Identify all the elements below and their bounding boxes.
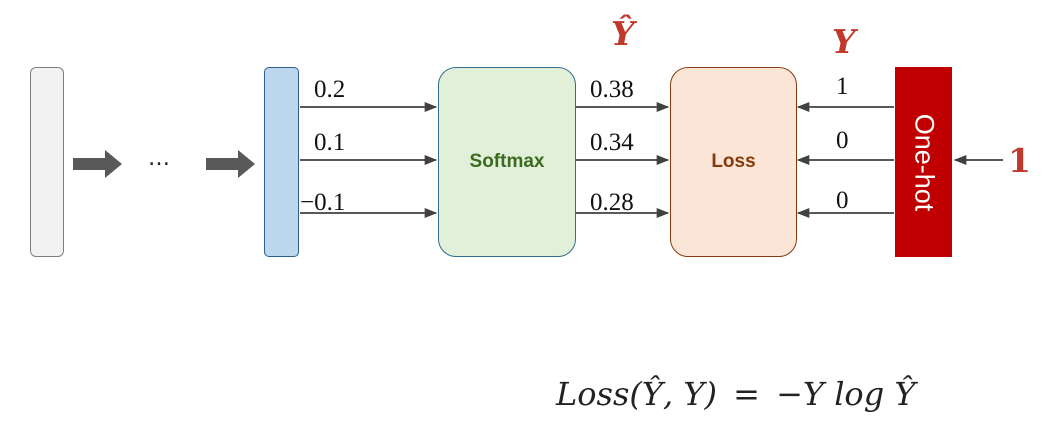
class-index-value: 1 [1008, 141, 1031, 180]
onehot-label: One-hot [909, 113, 939, 211]
logit-layer-box [264, 67, 299, 257]
prob-value-1: 0.38 [590, 76, 634, 103]
ellipsis: … [148, 146, 170, 171]
logit-value-2: 0.1 [314, 129, 346, 156]
onehot-box: One-hot [895, 67, 952, 257]
target-value-1: 1 [836, 73, 849, 100]
logit-value-1: 0.2 [314, 76, 346, 103]
formula-equals: = [733, 375, 760, 413]
block-arrow-1 [73, 150, 122, 178]
loss-label: Loss [711, 151, 756, 172]
y-label: Y [832, 22, 856, 61]
loss-formula: Loss(Ŷ, Y) = −Y log Ŷ [556, 375, 915, 413]
formula-rhs: −Y log Ŷ [776, 375, 916, 413]
input-layer-box [30, 67, 64, 257]
prob-value-2: 0.34 [590, 129, 634, 156]
target-value-2: 0 [836, 127, 849, 154]
formula-lhs: Loss(Ŷ, Y) [556, 375, 717, 413]
y-hat-label: Ŷ [611, 14, 635, 53]
target-value-3: 0 [836, 187, 849, 214]
block-arrow-2 [206, 150, 255, 178]
softmax-box: Softmax [438, 67, 576, 257]
logit-value-3: −0.1 [300, 189, 346, 216]
prob-value-3: 0.28 [590, 189, 634, 216]
loss-box: Loss [670, 67, 797, 257]
softmax-label: Softmax [469, 151, 545, 172]
